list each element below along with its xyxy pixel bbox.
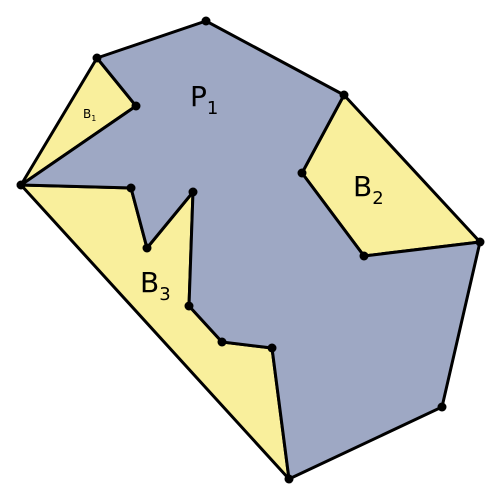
vertex-dot	[267, 343, 277, 353]
vertex-dot	[359, 251, 369, 261]
vertex-dot	[437, 402, 447, 412]
vertex-dot	[126, 183, 136, 193]
vertex-dot	[201, 16, 211, 26]
vertex-dot	[92, 53, 102, 63]
label-b3-sub: 3	[159, 284, 170, 305]
vertex-dot	[217, 337, 227, 347]
vertex-dot	[188, 187, 198, 197]
vertex-dot	[184, 301, 194, 311]
vertex-dot	[131, 101, 141, 111]
label-p1-sub: 1	[207, 98, 218, 119]
label-b3-main: B	[140, 266, 159, 299]
label-b1: B1	[83, 107, 96, 123]
vertex-markers	[16, 16, 485, 484]
label-b2-main: B	[353, 170, 372, 203]
label-b3: B3	[140, 266, 171, 305]
label-b1-main: B	[83, 107, 91, 121]
label-b2-sub: 2	[372, 188, 383, 209]
vertex-dot	[284, 474, 294, 484]
vertex-dot	[16, 180, 26, 190]
vertex-dot	[297, 168, 307, 178]
vertex-dot	[339, 90, 349, 100]
label-b1-sub: 1	[91, 114, 96, 123]
label-p1: P1	[190, 80, 218, 119]
label-b2: B2	[353, 170, 384, 209]
label-p1-main: P	[190, 80, 207, 113]
vertex-dot	[142, 243, 152, 253]
vertex-dot	[475, 237, 485, 247]
